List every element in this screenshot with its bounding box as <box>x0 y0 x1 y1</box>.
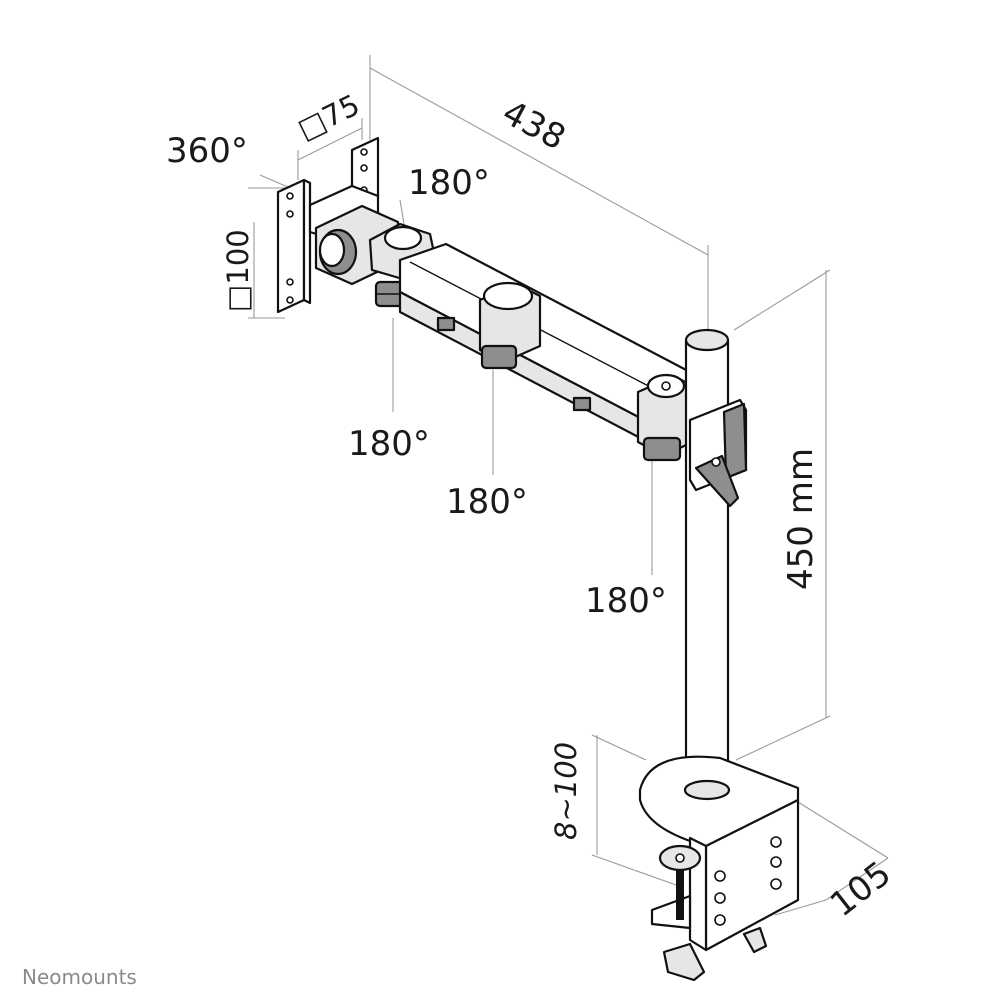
vesa-75-label: □75 <box>292 88 365 147</box>
dimension-lines <box>248 55 889 916</box>
pole-height-label: 450 mm <box>781 448 821 590</box>
middle-joint <box>478 281 542 370</box>
rotation-360-label: 360° <box>166 131 248 171</box>
tilt-180-label: 180° <box>408 163 490 203</box>
pole <box>684 328 748 798</box>
vesa-100-label: □100 <box>221 229 255 312</box>
swivel-180-label-3: 180° <box>585 581 667 621</box>
swivel-180-label-1: 180° <box>348 424 430 464</box>
desk-clamp <box>638 755 800 982</box>
brand-logo: Neomounts <box>22 965 137 989</box>
clamp-depth-label: 105 <box>823 854 899 925</box>
desk-thickness-label: 8~100 <box>549 742 583 840</box>
swivel-180-label-2: 180° <box>446 482 528 522</box>
arm-length-label: 438 <box>496 93 572 159</box>
